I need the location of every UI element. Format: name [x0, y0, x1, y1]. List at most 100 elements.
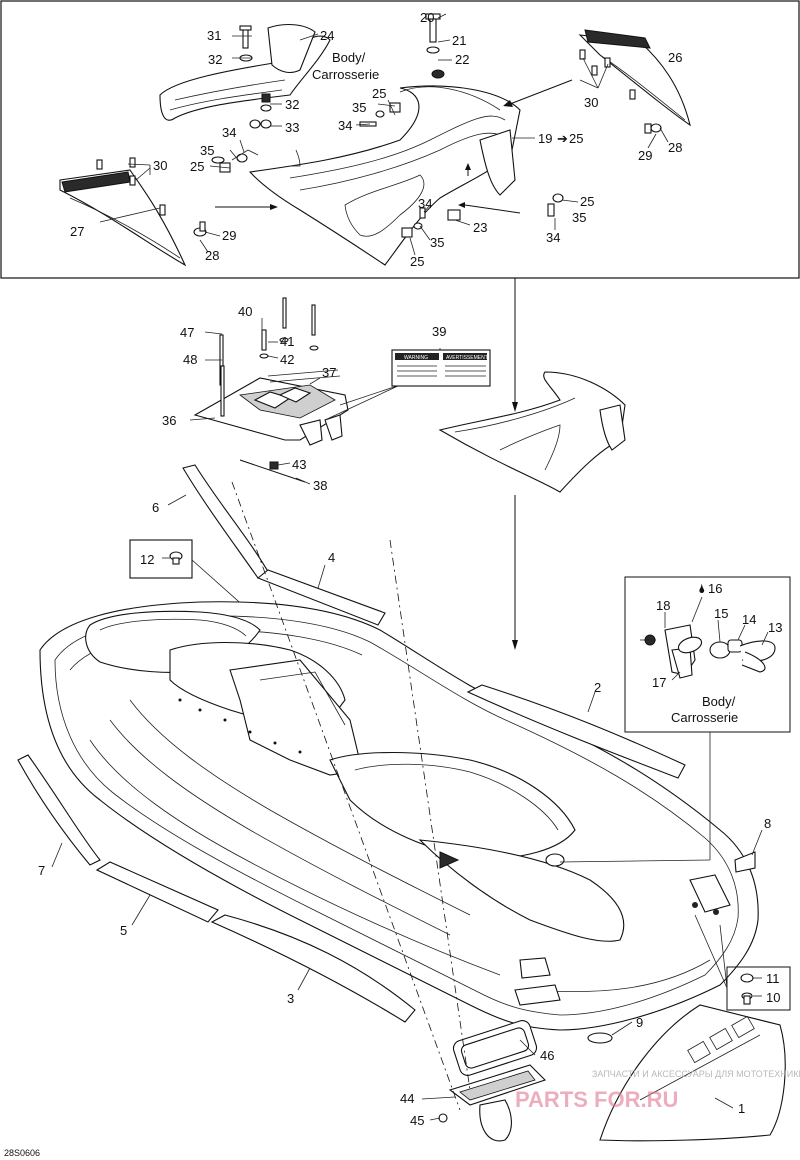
part-39-warning-label: WARNING AVERTISSEMENT: [391, 349, 491, 387]
label-27: 27: [70, 224, 84, 239]
label-28a: 28: [668, 140, 682, 155]
label-34d: 34: [546, 230, 560, 245]
part-8-pad: [734, 851, 756, 873]
label-7: 7: [38, 863, 45, 878]
label-8: 8: [764, 816, 771, 831]
watermark-text: ЗАПЧАСТИ И АКСЕССУАРЫ ДЛЯ МОТОТЕХНИКИ: [592, 1069, 800, 1079]
upper-body-panel: [248, 85, 521, 266]
label-39: 39: [432, 324, 446, 339]
label-35c: 35: [572, 210, 586, 225]
label-5: 5: [120, 923, 127, 938]
part-5-strip: [95, 861, 219, 923]
label-35d: 35: [430, 235, 444, 250]
label-34c: 34: [418, 196, 432, 211]
part-7-strip: [17, 754, 101, 866]
leaders-bottom: [51, 494, 763, 1121]
label-4: 4: [328, 550, 335, 565]
dash-line-2: [389, 539, 471, 1091]
label-35b: 35: [200, 143, 214, 158]
label-42: 42: [280, 352, 294, 367]
label-46: 46: [540, 1048, 554, 1063]
part-38-strip: [239, 459, 306, 483]
label-41: 41: [280, 334, 294, 349]
warning-label-right: AVERTISSEMENT: [446, 355, 488, 361]
label-19: 19: [538, 131, 552, 146]
body-callout-inset-1: Body/: [702, 694, 736, 709]
label-1: 1: [738, 1101, 745, 1116]
label-25d: 25: [410, 254, 424, 269]
oil-drop-icon: 🌢: [698, 581, 706, 596]
label-32b: 32: [285, 97, 299, 112]
label-31: 31: [207, 28, 221, 43]
body-callout-top-2: Carrosserie: [312, 67, 379, 82]
upper-body-small: [438, 371, 626, 493]
label-38: 38: [313, 478, 327, 493]
label-14: 14: [742, 612, 756, 627]
hardware-top: [96, 13, 662, 238]
label-37: 37: [322, 365, 336, 380]
label-25b: 25: [190, 159, 204, 174]
label-13: 13: [768, 620, 782, 635]
part-6-strip: [182, 464, 271, 579]
label-30a: 30: [584, 95, 598, 110]
part-10-11-box: [694, 914, 791, 1011]
inset-box-bracket: [624, 576, 791, 733]
top-frame: [0, 0, 800, 279]
label-19-to: 25: [569, 131, 583, 146]
part-36-cover: [193, 369, 349, 446]
label-16: 16: [708, 581, 722, 596]
figure-code: 28S0606: [4, 1148, 40, 1158]
label-3: 3: [287, 991, 294, 1006]
label-19-arrow: ➔: [557, 131, 568, 146]
label-33: 33: [285, 120, 299, 135]
label-44: 44: [400, 1091, 414, 1106]
label-21: 21: [452, 33, 466, 48]
label-6: 6: [152, 500, 159, 515]
part-24-panel: [159, 23, 331, 121]
label-40: 40: [238, 304, 252, 319]
part-44-hatch: [438, 1020, 547, 1142]
label-12: 12: [140, 552, 154, 567]
leaders-middle: [189, 318, 441, 485]
callout-labels: 20 31 24 21 32 Body/ Carrosserie 22 26 2…: [4, 10, 782, 1158]
watermark-logo: PARTS FOR.RU: [515, 1087, 678, 1112]
part-27-deflector: [59, 169, 187, 267]
body-callout-top-1: Body/: [332, 50, 366, 65]
label-28b: 28: [205, 248, 219, 263]
warning-label-left: WARNING: [404, 355, 428, 361]
label-48: 48: [183, 352, 197, 367]
label-29b: 29: [222, 228, 236, 243]
dash-line-1: [231, 481, 461, 1111]
label-24: 24: [320, 28, 334, 43]
label-2: 2: [594, 680, 601, 695]
label-34a: 34: [338, 118, 352, 133]
label-10: 10: [766, 990, 780, 1005]
label-43: 43: [292, 457, 306, 472]
part-2-strip: [466, 684, 686, 779]
deck-hull: [39, 601, 759, 1031]
label-22: 22: [455, 52, 469, 67]
part-3-strip: [210, 914, 416, 1023]
label-17: 17: [652, 675, 666, 690]
label-18: 18: [656, 598, 670, 613]
label-36: 36: [162, 413, 176, 428]
label-29a: 29: [638, 148, 652, 163]
part-1-mat: [599, 1004, 786, 1142]
body-callout-inset-2: Carrosserie: [671, 710, 738, 725]
label-25c: 25: [580, 194, 594, 209]
label-34b: 34: [222, 125, 236, 140]
label-15: 15: [714, 606, 728, 621]
label-47: 47: [180, 325, 194, 340]
label-35a: 35: [352, 100, 366, 115]
part-26-deflector: [578, 29, 691, 127]
label-23: 23: [473, 220, 487, 235]
leaders-top: [99, 13, 669, 256]
label-25a: 25: [372, 86, 386, 101]
part-9-pad: [587, 1032, 613, 1044]
label-20: 20: [420, 10, 434, 25]
label-9: 9: [636, 1015, 643, 1030]
label-11: 11: [766, 971, 780, 986]
label-30b: 30: [153, 158, 167, 173]
label-32a: 32: [208, 52, 222, 67]
